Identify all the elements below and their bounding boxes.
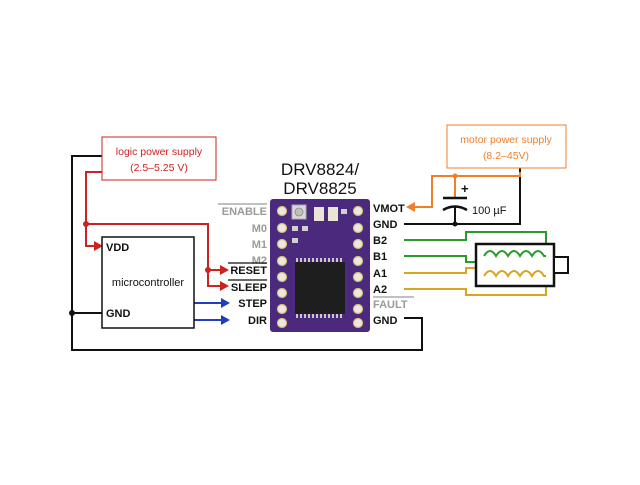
ground-wire-motor [404, 145, 521, 225]
logic-power-supply: logic power supply (2.5–5.25 V) [101, 136, 217, 181]
pin-a1: A1 [373, 268, 387, 280]
capacitor: + 100 µF [442, 176, 507, 224]
coil-b [483, 250, 546, 258]
motor-power-wires [414, 172, 521, 208]
pin-m1: M1 [252, 239, 267, 251]
motor-power-supply: motor power supply (8.2–45V) [446, 124, 567, 169]
pin-gnd-bottom: GND [373, 315, 398, 327]
logic-power-wires [85, 171, 222, 287]
driver-board [270, 199, 370, 332]
logic-junction-1 [83, 221, 89, 227]
arrow-vdd [94, 241, 103, 251]
pin-reset: RESET [230, 265, 267, 277]
arrow-vmot [406, 202, 415, 212]
right-pin-labels: VMOT GND B2 B1 A1 A2 FAULT GND [373, 203, 414, 327]
pin-fault: FAULT [373, 299, 408, 311]
motor-supply-line2: (8.2–45V) [483, 150, 529, 162]
logic-junction-2 [205, 267, 211, 273]
ground-wires [71, 145, 521, 351]
ic-leads [296, 258, 342, 318]
component-2 [328, 207, 338, 221]
signal-wires [194, 302, 222, 321]
pin-dir: DIR [248, 315, 267, 327]
left-header-pins [276, 205, 288, 329]
ground-wire-logic [71, 155, 423, 351]
pin-b2: B2 [373, 235, 387, 247]
arrow-step [221, 298, 230, 308]
pin-gnd-top: GND [373, 219, 398, 231]
pin-m2: M2 [252, 255, 267, 267]
motor-supply-line1: motor power supply [460, 134, 552, 146]
arrow-sleep [220, 281, 229, 291]
left-pin-labels: ENABLE M0 M1 M2 RESET SLEEP STEP DIR [218, 203, 267, 327]
pin-enable: ENABLE [222, 206, 267, 218]
coil-a [483, 270, 546, 278]
pin-b1: B1 [373, 251, 387, 263]
pin-vmot: VMOT [373, 203, 405, 215]
component-1 [314, 207, 324, 221]
pin-a2: A2 [373, 284, 387, 296]
arrow-dir [221, 315, 230, 325]
stepper-motor [474, 242, 569, 288]
right-header-pins [352, 205, 364, 329]
title-line1: DRV8824/ [281, 160, 359, 179]
driver-ic [295, 262, 345, 314]
ground-junction [69, 310, 75, 316]
pin-sleep: SLEEP [231, 282, 267, 294]
pin-m0: M0 [252, 223, 267, 235]
logic-supply-line2: (2.5–5.25 V) [130, 162, 188, 174]
mcu-pin-gnd: GND [106, 308, 131, 320]
capacitor-polarity: + [461, 181, 469, 196]
arrow-reset [220, 265, 229, 275]
microcontroller: VDD microcontroller GND [101, 236, 195, 329]
title-line2: DRV8825 [283, 179, 356, 198]
ground-junction-cap [452, 221, 458, 227]
mcu-label: microcontroller [112, 277, 184, 289]
logic-supply-line1: logic power supply [116, 146, 203, 158]
pin-step: STEP [238, 298, 267, 310]
capacitor-label: 100 µF [472, 205, 507, 217]
mcu-pin-vdd: VDD [106, 242, 129, 254]
